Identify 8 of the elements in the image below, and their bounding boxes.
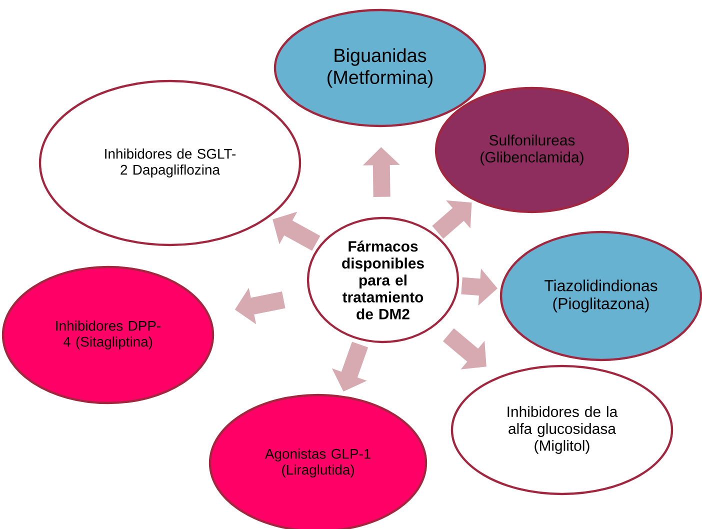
ellipse-node: Inhibidores de SGLT-2 Dapagliflozina	[38, 80, 302, 246]
ellipse-node: Biguanidas (Metformina)	[274, 8, 486, 128]
ellipse-node: Agonistas GLP-1 (Liraglutida)	[208, 394, 428, 529]
ellipse-node: Sulfonilureas (Glibenclamida)	[434, 86, 630, 214]
ellipse-node: Inhibidores de la alfa glucosidasa (Miglitol)	[450, 364, 674, 496]
block-arrow	[432, 200, 472, 239]
ellipse-node: Inhibidores DPP-4 (Sitagliptina)	[2, 266, 214, 404]
ellipse-node: Tiazolidindionas (Pioglitazona)	[500, 230, 702, 362]
